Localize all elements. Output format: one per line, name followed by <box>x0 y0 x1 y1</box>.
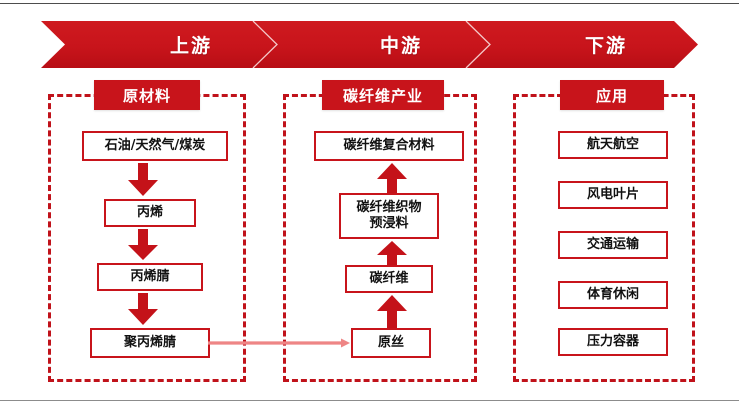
node-carbon-fiber[interactable]: 碳纤维 <box>345 265 433 293</box>
arrow-up-prepreg-to-composite <box>376 163 408 195</box>
banner-segment-upstream: 上游 <box>169 35 212 57</box>
section-header-carbon-fiber-industry: 碳纤维产业 <box>322 80 444 110</box>
arrow-up-carbonfiber-to-prepreg <box>376 241 408 267</box>
node-fabric-prepreg[interactable]: 碳纤维织物 预浸料 <box>339 193 439 239</box>
node-aerospace[interactable]: 航天航空 <box>558 131 668 159</box>
stage-banner: 上游 中游 下游 <box>41 21 698 68</box>
node-polyacrylonitrile[interactable]: 聚丙烯腈 <box>90 328 210 358</box>
node-transportation[interactable]: 交通运输 <box>558 231 668 259</box>
section-header-applications: 应用 <box>560 80 664 110</box>
section-header-raw-materials: 原材料 <box>94 80 200 110</box>
polyacrylonitrile-to-precursor-link <box>208 337 350 349</box>
top-rule <box>0 3 739 4</box>
node-pressure-vessel[interactable]: 压力容器 <box>558 328 668 356</box>
arrow-up-precursor-to-carbonfiber <box>376 295 408 329</box>
node-oil-gas-coal[interactable]: 石油/天然气/煤炭 <box>82 131 228 161</box>
arrow-down-acrylonitrile-to-polyacrylonitrile <box>127 293 159 326</box>
node-acrylonitrile[interactable]: 丙烯腈 <box>97 263 203 291</box>
node-sports-leisure[interactable]: 体育休闲 <box>558 281 668 309</box>
node-carbon-fiber-composite[interactable]: 碳纤维复合材料 <box>314 131 464 161</box>
node-precursor-fiber[interactable]: 原丝 <box>351 328 431 358</box>
arrow-down-oil-to-propylene <box>127 163 159 197</box>
bottom-rule <box>0 400 739 401</box>
node-wind-blade[interactable]: 风电叶片 <box>558 181 668 209</box>
banner-segment-midstream: 中游 <box>379 35 422 57</box>
banner-segment-downstream: 下游 <box>584 35 627 57</box>
node-propylene[interactable]: 丙烯 <box>104 199 196 227</box>
arrow-down-propylene-to-acrylonitrile <box>127 229 159 261</box>
